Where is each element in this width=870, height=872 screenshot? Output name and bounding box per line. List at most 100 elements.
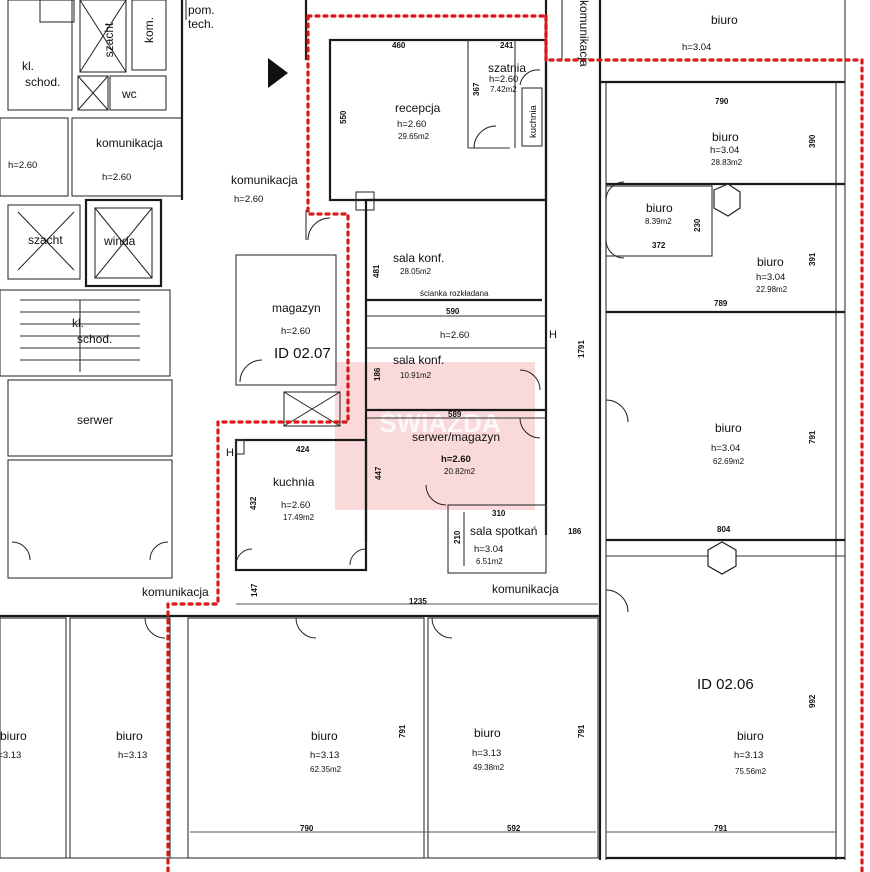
label-sala-spotkan-h: h=3.04 [474,544,503,555]
dim-391: 391 [808,252,817,266]
label-biuro-small-area: 8.39m2 [645,217,672,226]
dim-372: 372 [652,241,666,250]
label-biuro-3-h: h=3.04 [711,443,740,454]
label-biuro-d: biuro [474,726,501,740]
dim-460: 460 [392,41,406,50]
label-biuro-b: biuro [116,729,143,743]
dim-791-mid: 791 [808,430,817,444]
label-biuro-d-h: h=3.13 [472,748,501,759]
label-komunikacja-corridor-center: komunikacja [492,582,559,596]
label-biuro-top-h: h=3.04 [682,42,711,53]
dim-390: 390 [808,134,817,148]
label-biuro-d-area: 49.38m2 [473,763,505,772]
dim-241: 241 [500,41,514,50]
label-mid-h: h=2.60 [440,330,469,341]
label-biuro-a: biuro [0,729,27,743]
label-szatnia-area: 7.42m2 [490,85,517,94]
label-szacht-top: szacht [102,22,116,57]
label-sala-konf-2: sala konf. [393,353,444,367]
dim-432: 432 [249,496,258,510]
dim-186-b: 186 [568,527,582,536]
dim-147: 147 [250,583,259,597]
label-biuro-4: biuro [737,729,764,743]
label-biuro-2-h: h=3.04 [756,272,785,283]
label-serwer-magazyn: serwer/magazyn [412,430,500,444]
label-komunikacja-vertical: komunikacja [577,0,591,67]
label-serwer-magazyn-area: 20.82m2 [444,467,476,476]
dim-186-a: 186 [373,367,382,381]
label-komunikacja-mid: komunikacja [231,173,298,187]
label-kuchnia-small: kuchnia [528,105,539,138]
entrance-arrow-icon [268,58,288,88]
label-wc: wc [121,87,137,101]
dim-790-top: 790 [715,97,729,106]
label-sala-konf-1: sala konf. [393,251,444,265]
dim-1235: 1235 [409,597,427,606]
label-biuro-top: biuro [711,13,738,27]
hydrant-h-icon-2: H [549,329,557,341]
label-biuro-c: biuro [311,729,338,743]
label-komunikacja-corridor-left: komunikacja [142,585,209,599]
label-serwer-magazyn-h: h=2.60 [441,454,471,465]
hydrant-h-icon: H [226,447,234,459]
label-biuro-4-area: 75.56m2 [735,767,767,776]
label-biuro-2: biuro [757,255,784,269]
label-kuchnia-h: h=2.60 [281,500,310,511]
dim-791-bottom: 791 [714,824,728,833]
label-biuro-1-area: 28.83m2 [711,158,743,167]
label-komunikacja-mid-h: h=2.60 [234,194,263,205]
label-biuro-c-area: 62.35m2 [310,765,342,774]
label-sala-konf-1-area: 28.05m2 [400,267,432,276]
label-serwer: serwer [77,413,113,427]
bottom-row-walls [0,603,836,859]
label-biuro-4-h: h=3.13 [734,750,763,761]
label-recepcja: recepcja [395,101,441,115]
dim-590: 590 [446,307,460,316]
label-kl-schod-top-2: schod. [25,75,60,89]
dim-791-d: 791 [577,724,586,738]
label-recepcja-area: 29.65m2 [398,132,430,141]
label-pom-line1: pom. [188,3,215,17]
label-kom-top: kom. [142,17,156,43]
label-sala-spotkan: sala spotkań [470,524,537,538]
label-biuro-small: biuro [646,201,673,215]
watermark-box [335,362,535,510]
label-biuro-1: biuro [712,130,739,144]
label-pom-line2: tech. [188,17,214,31]
dim-424: 424 [296,445,310,454]
label-sala-spotkan-area: 6.51m2 [476,557,503,566]
dim-789: 789 [714,299,728,308]
watermark-text: ŚWIAZDA [379,408,501,438]
dim-550: 550 [339,110,348,124]
label-biuro-1-h: h=3.04 [710,145,739,156]
label-winda: winda [103,234,136,248]
label-scianka: ścianka rozkładana [420,289,489,298]
label-szatnia-h: h=2.60 [489,74,518,85]
label-id-0206: ID 02.06 [697,676,754,693]
dim-1791: 1791 [577,340,586,358]
label-szacht-mid: szacht [28,233,63,247]
dim-210: 210 [453,530,462,544]
label-biuro-c-h: h=3.13 [310,750,339,761]
label-biuro-b-h: h=3.13 [118,750,147,761]
label-biuro-2-area: 22.98m2 [756,285,788,294]
dim-310: 310 [492,509,506,518]
left-wing-walls [0,0,187,579]
dim-592: 592 [507,824,521,833]
label-kuchnia-area: 17.49m2 [283,513,315,522]
dim-589: 589 [448,410,462,419]
label-szatnia: szatnia [488,61,526,75]
unit-0207-walls [234,0,548,574]
unit-0206-walls [544,0,846,860]
label-magazyn-h: h=2.60 [281,326,310,337]
label-magazyn: magazyn [272,301,321,315]
dim-230: 230 [693,218,702,232]
label-komunikacja-left: komunikacja [96,136,163,150]
label-id-0207: ID 02.07 [274,345,331,362]
label-h-left: h=2.60 [8,160,37,171]
unit-0207-boundary [166,14,548,872]
dim-791-c: 791 [398,724,407,738]
dim-804: 804 [717,525,731,534]
